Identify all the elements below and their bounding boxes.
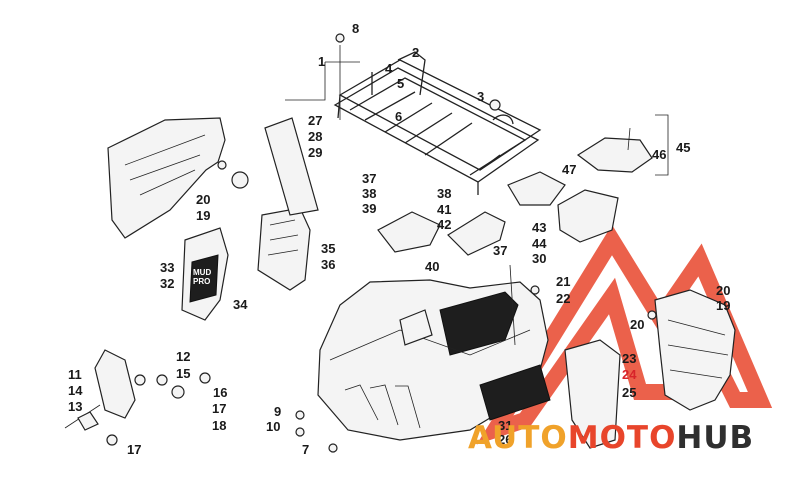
- storage-box: [507, 171, 619, 243]
- callout-10: 10: [266, 419, 281, 434]
- callout-2: 2: [412, 45, 420, 60]
- callout-38b: 38: [437, 186, 452, 201]
- fasteners: [295, 33, 657, 453]
- trim-strip: [264, 117, 319, 216]
- left-front-fender: [107, 117, 249, 239]
- watermark-hub: HUB: [676, 420, 755, 456]
- callout-22: 22: [556, 291, 571, 306]
- callout-27: 27: [308, 113, 323, 128]
- callout-32: 32: [160, 276, 175, 291]
- callout-19a: 19: [196, 208, 211, 223]
- callout-1: 1: [318, 54, 326, 69]
- callout-26: 26: [498, 432, 513, 447]
- callout-20a: 20: [196, 192, 211, 207]
- callout-33: 33: [160, 260, 175, 275]
- callout-18: 18: [212, 418, 227, 433]
- callout-20b: 20: [716, 283, 731, 298]
- callout-17a: 17: [212, 401, 227, 416]
- center-bracket: [377, 211, 506, 256]
- callout-16: 16: [213, 385, 228, 400]
- callout-34: 34: [233, 297, 248, 312]
- callout-24: 24: [622, 367, 637, 382]
- watermark-moto: MOTO: [567, 420, 677, 456]
- callout-45: 45: [676, 140, 691, 155]
- callout-37b: 37: [493, 243, 508, 258]
- headlight-assembly: [64, 349, 211, 446]
- right-front-fender: [654, 289, 736, 411]
- watermark-auto: AUTO: [468, 420, 568, 456]
- callout-35: 35: [321, 241, 336, 256]
- callout-39: 39: [362, 201, 377, 216]
- callout-17b: 17: [127, 442, 142, 457]
- callout-25: 25: [622, 385, 637, 400]
- callout-8: 8: [352, 21, 360, 36]
- callout-31: 31: [498, 418, 513, 433]
- callout-37a: 37: [362, 171, 377, 186]
- callout-21: 21: [556, 274, 571, 289]
- callout-15: 15: [176, 366, 191, 381]
- callout-20c: 20: [630, 317, 645, 332]
- callout-9: 9: [274, 404, 282, 419]
- right-mudflap: [564, 339, 621, 449]
- watermark-logo-text: AUTOMOTOHUB: [468, 420, 754, 456]
- callout-12: 12: [176, 349, 191, 364]
- callout-3: 3: [477, 89, 485, 104]
- callout-41: 41: [437, 202, 452, 217]
- callout-47: 47: [562, 162, 577, 177]
- callout-38a: 38: [362, 186, 377, 201]
- callout-29: 29: [308, 145, 323, 160]
- callout-42: 42: [437, 217, 452, 232]
- callout-40: 40: [425, 259, 440, 274]
- callout-46: 46: [652, 147, 667, 162]
- callout-6: 6: [395, 109, 403, 124]
- callout-36: 36: [321, 257, 336, 272]
- callout-28: 28: [308, 129, 323, 144]
- callout-13: 13: [68, 399, 83, 414]
- callout-19b: 19: [716, 298, 731, 313]
- leader-lines: [285, 45, 516, 346]
- callout-44: 44: [532, 236, 547, 251]
- callout-11: 11: [68, 367, 82, 382]
- callout-4: 4: [385, 61, 393, 76]
- rear-rack: [333, 51, 542, 195]
- cover-assembly: [576, 114, 669, 176]
- front-body: [317, 279, 551, 441]
- left-mudflap: [181, 227, 229, 321]
- inner-panel: [257, 207, 311, 291]
- callout-7: 7: [302, 442, 310, 457]
- callout-43: 43: [532, 220, 547, 235]
- callout-14: 14: [68, 383, 83, 398]
- mudflap-decal-text: MUD PRO: [193, 268, 212, 286]
- callout-23: 23: [622, 351, 637, 366]
- callout-5: 5: [397, 76, 405, 91]
- callout-30: 30: [532, 251, 547, 266]
